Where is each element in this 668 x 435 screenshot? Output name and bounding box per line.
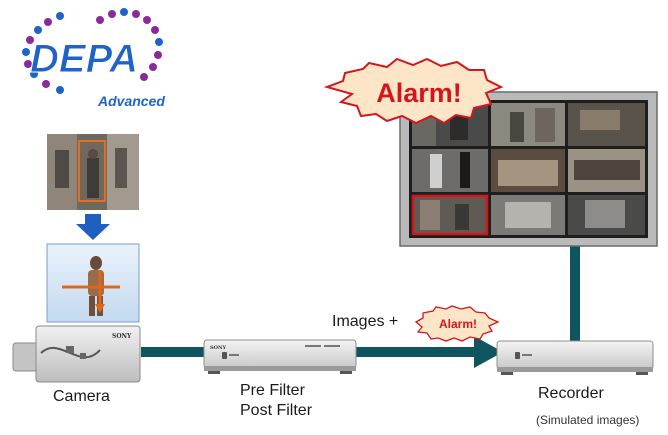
camera-body: [35, 325, 141, 383]
filter-device: SONY: [203, 339, 357, 374]
monitor-video-grid: [412, 103, 645, 235]
down-arrow-icon: [76, 214, 110, 240]
footnote: (Simulated images): [536, 413, 640, 427]
filter-label-line2: Post Filter: [240, 402, 313, 419]
logo-title: DEPA: [30, 37, 138, 81]
logo-dot-ring: [22, 8, 163, 94]
detection-box: [78, 140, 106, 202]
depa-logo: DEPA Advanced: [22, 8, 165, 109]
alarm-highlight-frame: [411, 194, 489, 236]
direction-arrow-icon: [95, 304, 105, 313]
alarm-large-text: Alarm!: [376, 78, 462, 108]
alarm-small-text: Alarm!: [438, 317, 477, 331]
filter-brand: SONY: [210, 345, 227, 351]
recorder-body: [496, 340, 654, 370]
detection-thumbnail: [47, 134, 139, 210]
recorder-label: Recorder: [538, 385, 604, 402]
analysis-image: [46, 243, 140, 323]
images-label: Images +: [332, 313, 399, 330]
filter-label-line1: Pre Filter: [240, 382, 305, 399]
logo-subtitle: Advanced: [97, 93, 165, 109]
alarm-burst-small: [414, 305, 500, 342]
recorder-device: [496, 340, 654, 375]
camera-label: Camera: [53, 388, 110, 405]
camera-device: SONY: [12, 325, 141, 383]
alarm-burst-large: [323, 57, 504, 125]
cable-arrow-icon: [474, 336, 503, 368]
cable-lines: [141, 246, 580, 368]
camera-brand: SONY: [112, 333, 132, 340]
monitor: [399, 91, 658, 247]
